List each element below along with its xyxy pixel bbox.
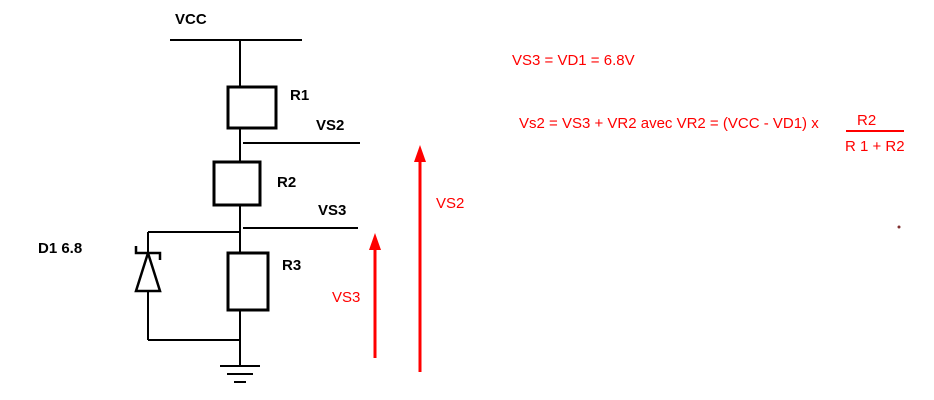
vs3-arrow-icon [369, 233, 381, 358]
vs3-node-label: VS3 [318, 202, 346, 219]
fraction-denominator: R 1 + R2 [845, 138, 905, 155]
vs2-arrowhead-icon [414, 145, 426, 162]
vs3-arrowhead-icon [369, 233, 381, 250]
fraction-numerator: R2 [857, 112, 876, 129]
r2-label: R2 [277, 174, 296, 191]
resistor-r1-box [226, 85, 278, 130]
d1-label: D1 6.8 [38, 240, 82, 257]
vs3-arrow-label: VS3 [332, 289, 360, 306]
resistor-r2-box [212, 160, 262, 207]
r3-label: R3 [282, 257, 301, 274]
vs2-arrow-icon [414, 145, 426, 372]
ground-icon [220, 365, 260, 383]
resistor-r3-box [226, 251, 270, 312]
formula-line2: Vs2 = VS3 + VR2 avec VR2 = (VCC - VD1) x [519, 115, 819, 132]
r1-label: R1 [290, 87, 309, 104]
vs2-node-label: VS2 [316, 117, 344, 134]
vs2-arrow-label: VS2 [436, 195, 464, 212]
formula-fraction: R2 R 1 + R2 [845, 112, 905, 155]
formula-line1: VS3 = VD1 = 6.8V [512, 52, 635, 69]
zener-triangle-icon [134, 248, 162, 293]
stray-dot [897, 225, 901, 229]
vcc-label: VCC [175, 11, 207, 28]
